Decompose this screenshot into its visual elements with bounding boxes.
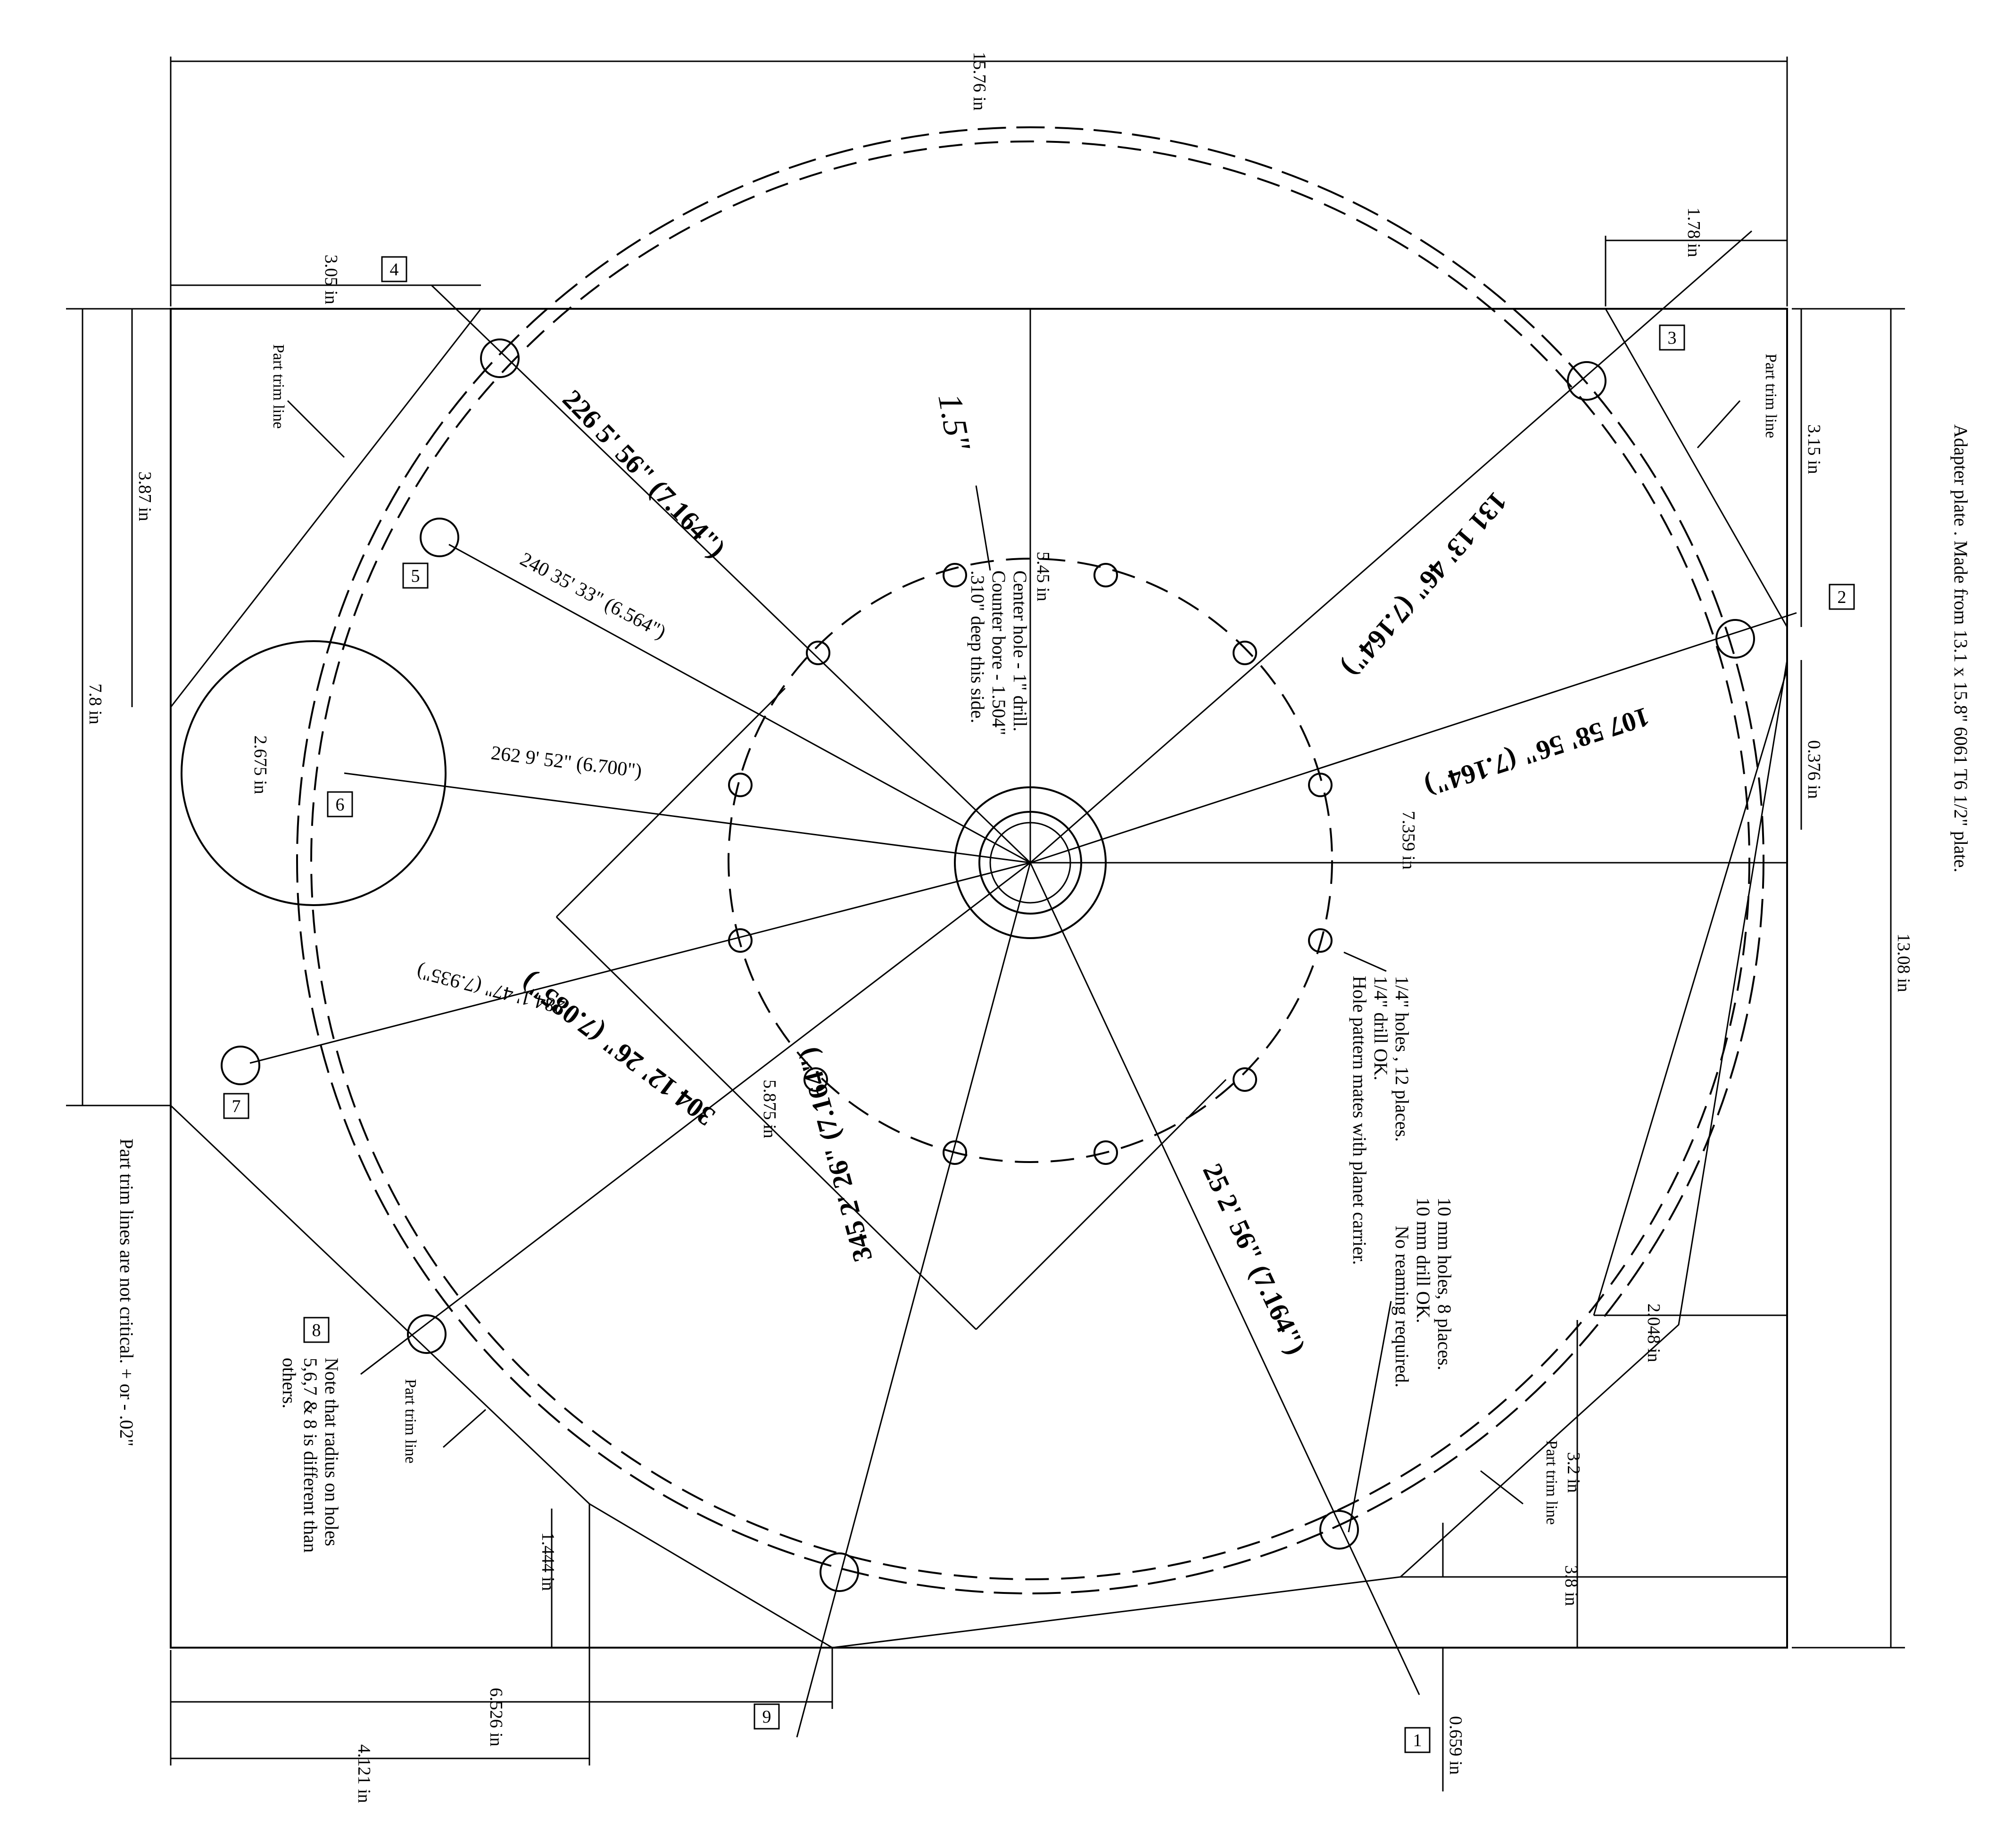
radius-note-3: others. (279, 1358, 300, 1409)
small-holes-note-1: 1/4" holes , 12 places. (1391, 976, 1413, 1142)
hole-tag-4: 4 (390, 260, 399, 280)
hole-2 (1715, 619, 1755, 659)
dim-overall-width: 15.76 in (969, 52, 989, 111)
dim-center-right: 7.359 in (1399, 811, 1418, 870)
dim-bottom-left-w2: 4.121 in (354, 1744, 374, 1803)
radial-label-h8: 304 12' 26" (7.085") (515, 967, 720, 1132)
radial-lines (249, 230, 1797, 1738)
mm-holes-note-3: No reaming required. (1391, 1226, 1413, 1387)
radial-label-h1: 25 2' 56" (7.164") (1197, 1159, 1312, 1359)
trim-critical-note: Part trim lines are not critical. + or -… (116, 1138, 137, 1446)
trim-line-label-3: Part trim line (402, 1379, 419, 1463)
radial-label-h5: 240 35' 33" (6.564") (516, 548, 669, 644)
hole-tag-6: 6 (336, 795, 345, 815)
mm-holes-note-2: 10 mm drill OK. (1413, 1197, 1434, 1323)
leader-arrows (287, 400, 1741, 1533)
dim-left-top-offset: 3.05 in (321, 255, 341, 305)
dim-right-top-offset: 1.78 in (1684, 207, 1704, 257)
hole-6-large (181, 640, 447, 906)
radial-label-h6: 262 9' 52" (6.700") (490, 742, 643, 782)
hole-4 (480, 338, 520, 378)
radius-note-1: Note that radius on holes (321, 1358, 342, 1546)
small-holes (728, 563, 1333, 1165)
hole-3 (1567, 361, 1607, 401)
center-note-2: Counter bore - 1.504" (988, 570, 1010, 735)
dim-right-lower-2: 3.2 in (1564, 1452, 1583, 1493)
dim-hole6-diameter: 2.675 in (250, 735, 270, 794)
hole-9 (820, 1552, 859, 1592)
radial-label-h2: 107 58' 56" (7.164") (1421, 701, 1653, 803)
hole-tag-3: 3 (1668, 328, 1677, 348)
dim-right-small: 0.376 in (1804, 740, 1824, 799)
dim-bottom-left-height: 1.444 in (538, 1532, 558, 1591)
bolt-circle-inner (310, 140, 1750, 1580)
dim-diag: 5.875 in (760, 1080, 779, 1138)
hole-tag-5: 5 (411, 566, 420, 586)
small-holes-note-3: Hole pattern mates with planet carrier. (1349, 976, 1370, 1265)
center-note-1: Center hole - 1" drill. (1010, 570, 1031, 732)
hole-1 (1319, 1510, 1359, 1550)
handwritten-note: 1.5" (931, 391, 978, 454)
hole-8 (407, 1314, 447, 1354)
hole-tag-1: 1 (1413, 1731, 1422, 1750)
hole-tag-9: 9 (762, 1707, 771, 1727)
radial-label-h9: 345 2' 26" (7.164") (792, 1044, 878, 1265)
dim-overall-height: 13.08 in (1894, 933, 1913, 992)
dim-right-lower-1: 2.048 in (1644, 1304, 1664, 1362)
dim-left-total: 7.8 in (85, 684, 105, 725)
dim-bottom-right-small: 0.659 in (1446, 1716, 1466, 1775)
dim-right-upper: 3.15 in (1804, 424, 1824, 474)
hole-7 (221, 1046, 260, 1085)
dim-center-top: 5.45 in (1033, 552, 1053, 602)
radial-label-h3: 131 13' 46" (7.164") (1337, 486, 1514, 683)
hole-tag-8: 8 (312, 1320, 321, 1340)
hole-tag-7: 7 (232, 1097, 241, 1116)
mm-holes-note-1: 10 mm holes, 8 places. (1434, 1197, 1455, 1370)
plate-outline (170, 308, 1788, 1649)
trim-line-label-1: Part trim line (270, 344, 287, 429)
trim-line-label-2: Part trim line (1762, 354, 1780, 438)
drawing-title: Adapter plate . Made from 13.1 x 15.8" 6… (1950, 424, 1971, 873)
radial-label-h4: 226 5' 56" (7.164") (557, 384, 732, 563)
dimension-lines (66, 57, 1905, 1791)
hole-5 (420, 518, 459, 557)
small-holes-note-2: 1/4" drill OK. (1370, 976, 1391, 1081)
dim-bottom-left-w1: 6.526 in (486, 1688, 506, 1747)
dim-left-upper: 3.87 in (135, 471, 155, 521)
radius-note-2: 5,6,7 & 8 is different than (300, 1358, 321, 1553)
hole-tags (223, 256, 1855, 1753)
hole-tag-2: 2 (1838, 587, 1847, 607)
bolt-circle-outer (296, 126, 1764, 1594)
trim-line-label-4: Part trim line (1543, 1440, 1560, 1525)
dim-right-lower-3: 3.8 in (1561, 1565, 1581, 1606)
hole-pattern-circle (728, 558, 1333, 1163)
center-note-3: .310" deep this side. (967, 570, 988, 723)
trim-lines (170, 308, 1788, 1649)
